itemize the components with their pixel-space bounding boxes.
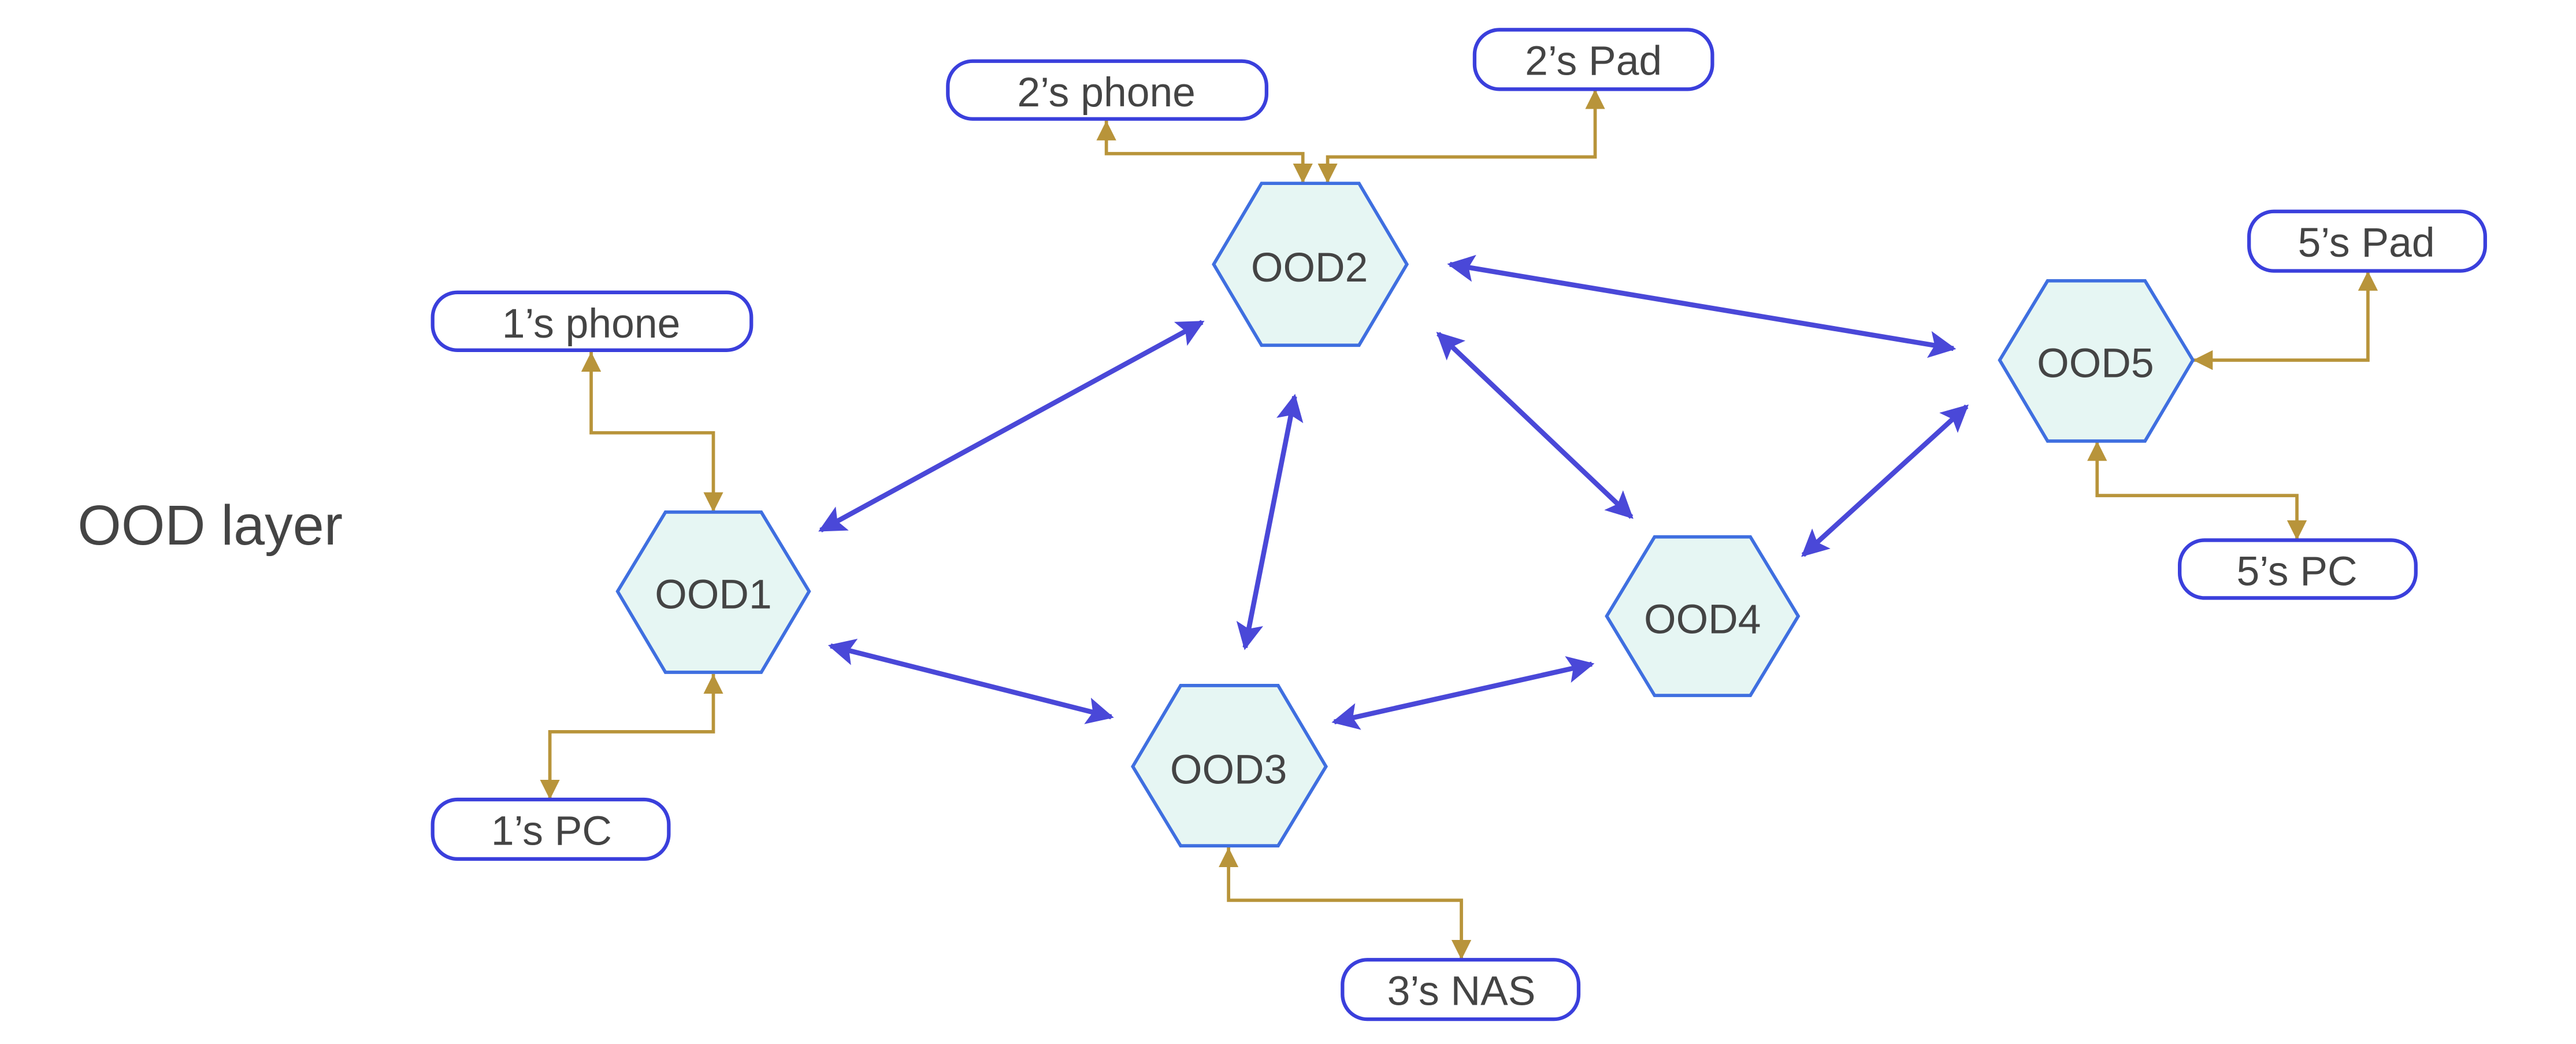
device-link-ood1-1s-phone: [581, 351, 723, 512]
device-pill: [430, 797, 671, 861]
device-pill: [2247, 209, 2487, 273]
peer-link-ood2-ood4: [1436, 331, 1634, 519]
device-link-ood2-2s-phone: [1096, 120, 1313, 184]
device-pill: [946, 59, 1268, 121]
peer-links: [818, 254, 1969, 730]
device-label: 5’s PC: [2236, 549, 2357, 595]
device-1s-pc[interactable]: 1’s PC: [430, 797, 671, 861]
device-link-ood5-5s-pad: [2193, 271, 2378, 371]
hexagon-shape: [1998, 279, 2195, 443]
hexagon-shape: [615, 510, 811, 674]
device-pill: [1472, 28, 1714, 91]
device-label: 1’s phone: [502, 301, 681, 347]
node-label: OOD4: [1644, 597, 1761, 643]
hexagon-shape: [1212, 182, 1409, 347]
device-label: 2’s Pad: [1525, 38, 1662, 84]
device-pill: [430, 290, 754, 352]
device-label: 5’s Pad: [2298, 220, 2435, 266]
ood-node-1[interactable]: OOD1: [615, 510, 811, 674]
ood-node-4[interactable]: OOD4: [1605, 535, 1801, 697]
device-2s-pad[interactable]: 2’s Pad: [1472, 28, 1714, 91]
device-3s-nas[interactable]: 3’s NAS: [1341, 958, 1581, 1021]
node-label: OOD2: [1251, 245, 1368, 291]
node-label: OOD5: [2037, 340, 2154, 387]
node-label: OOD3: [1170, 747, 1287, 793]
device-pill: [2178, 538, 2418, 600]
device-5s-pad[interactable]: 5’s Pad: [2247, 209, 2487, 273]
node-label: OOD1: [655, 572, 771, 618]
device-label: 1’s PC: [491, 808, 612, 854]
device-link-ood5-5s-pc: [2087, 440, 2307, 540]
device-label: 2’s phone: [1017, 69, 1196, 116]
device-link-ood2-2s-pad: [1317, 89, 1605, 184]
hexagon-shape: [1131, 684, 1328, 847]
device-label: 3’s NAS: [1387, 968, 1536, 1015]
ood-node-2[interactable]: OOD2: [1212, 182, 1409, 347]
device-2s-phone[interactable]: 2’s phone: [946, 59, 1268, 121]
device-5s-pc[interactable]: 5’s PC: [2178, 538, 2418, 600]
ood-node-3[interactable]: OOD3: [1131, 684, 1328, 847]
peer-link-ood4-ood5: [1801, 404, 1969, 557]
device-link-ood1-1s-pc: [540, 673, 723, 800]
ood-node-5[interactable]: OOD5: [1998, 279, 2195, 443]
device-pill: [1341, 958, 1581, 1021]
hexagon-shape: [1605, 535, 1801, 697]
device-1s-phone[interactable]: 1’s phone: [430, 290, 754, 352]
device-link-ood3-3s-nas: [1218, 847, 1472, 960]
peer-link-ood3-ood4: [1331, 656, 1595, 730]
peer-link-ood1-ood2: [818, 320, 1205, 533]
peer-link-ood2-ood5: [1447, 254, 1957, 358]
device-links: [540, 89, 2378, 960]
peer-link-ood1-ood3: [827, 638, 1114, 724]
layer-label: OOD layer: [77, 494, 343, 557]
peer-link-ood2-ood3: [1236, 394, 1304, 650]
